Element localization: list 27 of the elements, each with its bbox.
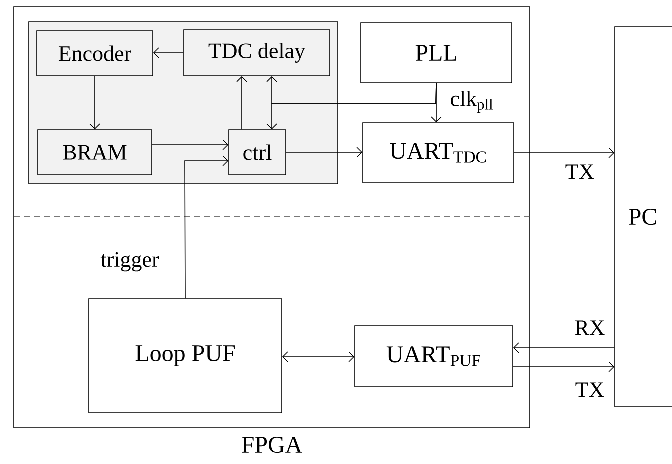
block-box: UART$_{TDC}$ <box>362 122 514 184</box>
edge-label: TX <box>576 382 604 398</box>
arrow <box>152 140 229 150</box>
pc-box: PC <box>614 26 672 408</box>
arrow <box>282 352 355 362</box>
group-box <box>28 22 338 184</box>
edge-label: clk$_{pll}$ <box>451 90 494 114</box>
block-box: Encoder <box>36 30 154 76</box>
block-box: Loop PUF <box>88 298 282 414</box>
arrow <box>514 148 615 158</box>
arrow <box>286 147 363 158</box>
arrow <box>513 342 615 354</box>
arrow <box>236 76 248 130</box>
block-box: PLL <box>360 22 512 84</box>
block-box: TDC delay <box>184 30 330 76</box>
arrow <box>184 156 229 299</box>
edge-label: trigger <box>100 252 160 272</box>
block-box: UART$_{PUF}$ <box>354 326 514 388</box>
edge-label: RX <box>575 320 605 336</box>
block-box: BRAM <box>38 130 152 176</box>
box-caption: FPGA <box>242 436 302 454</box>
arrow <box>431 83 442 123</box>
arrow <box>153 48 184 58</box>
block-box: ctrl <box>228 130 286 176</box>
arrow <box>90 76 100 130</box>
edge-label: TX <box>566 164 594 180</box>
arrow <box>513 362 615 372</box>
